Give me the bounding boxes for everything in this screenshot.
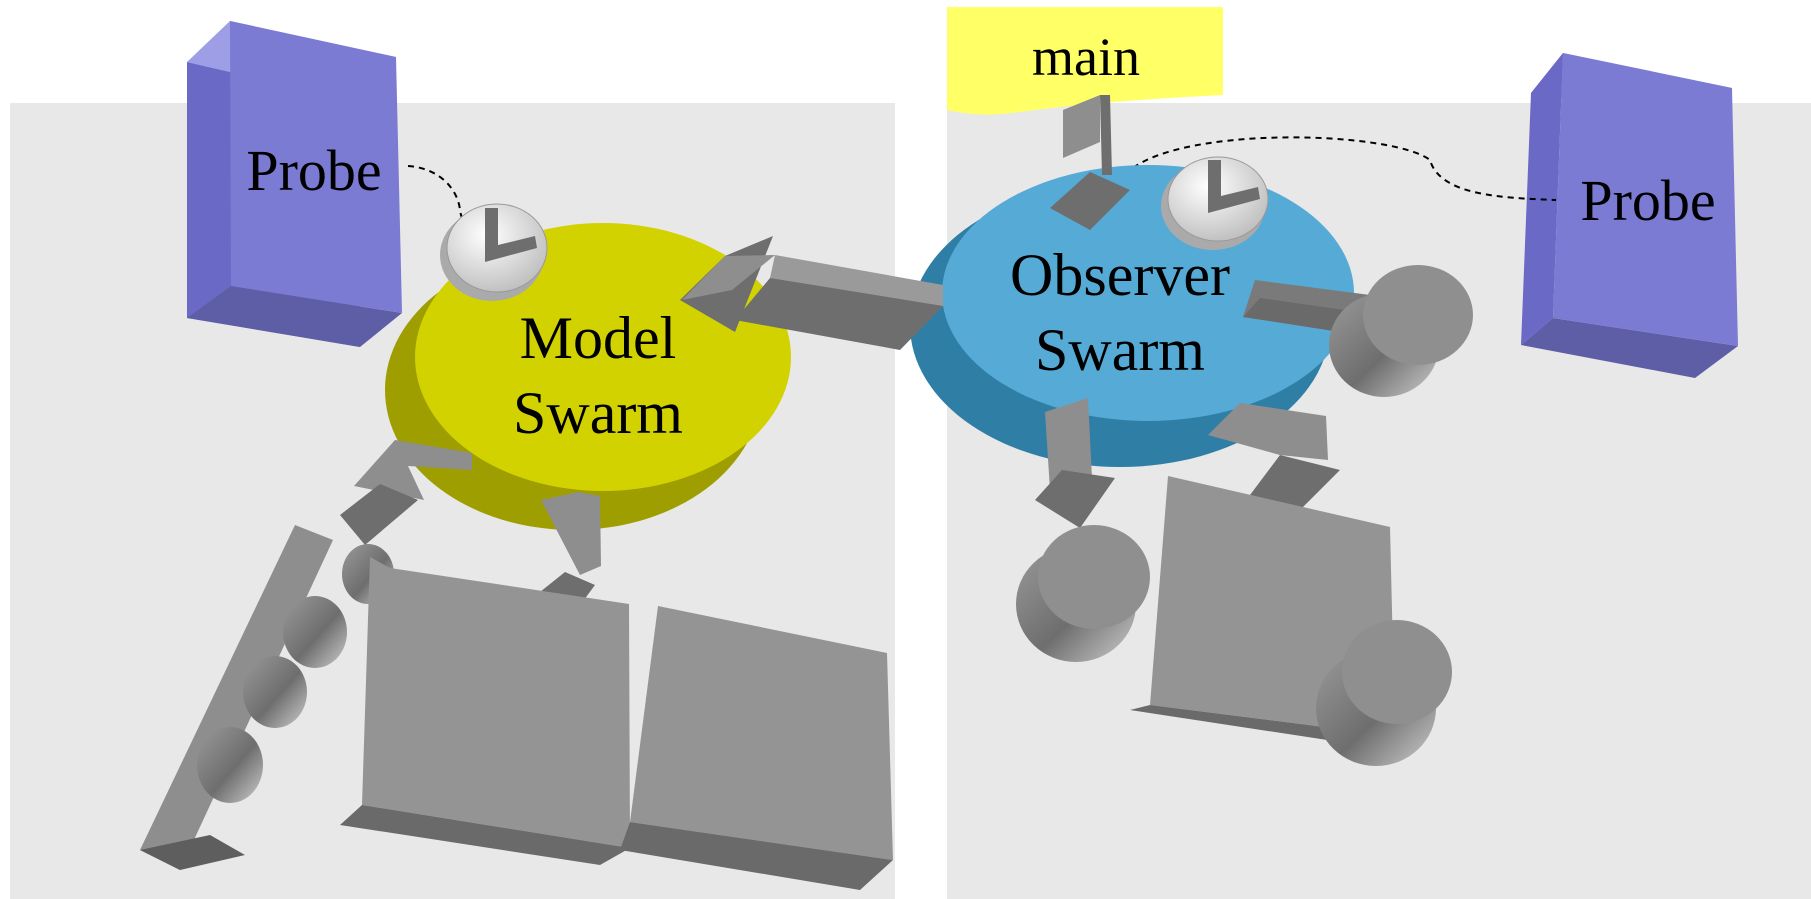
probe-box-left: Probe xyxy=(187,21,402,347)
clock-icon-right xyxy=(1161,156,1269,250)
arrow-main-to-observer xyxy=(1050,95,1130,230)
graph-cylinder xyxy=(1329,265,1473,397)
probe-label-left: Probe xyxy=(246,138,381,203)
probe-display-cylinder xyxy=(1316,620,1452,766)
main-tab: main xyxy=(947,7,1223,115)
model-swarm-label-line1: Model xyxy=(520,305,677,371)
agent-list-column xyxy=(140,525,333,870)
observer-swarm-label-line1: Observer xyxy=(1010,242,1230,308)
arrow-observer-to-cylinder xyxy=(1035,398,1115,528)
histogram-cylinder xyxy=(1016,525,1150,662)
main-label: main xyxy=(1032,27,1140,87)
clock-icon-left xyxy=(440,203,548,301)
agent-space-box-1 xyxy=(340,557,630,865)
probe-box-right: Probe xyxy=(1521,53,1738,378)
model-swarm-label-line2: Swarm xyxy=(513,380,683,446)
probe-label-right: Probe xyxy=(1580,168,1715,233)
agent-space-box-2 xyxy=(620,606,893,890)
arrow-observer-to-model xyxy=(680,236,943,350)
arrow-model-to-list xyxy=(340,440,472,545)
observer-swarm-label-line2: Swarm xyxy=(1035,317,1205,383)
